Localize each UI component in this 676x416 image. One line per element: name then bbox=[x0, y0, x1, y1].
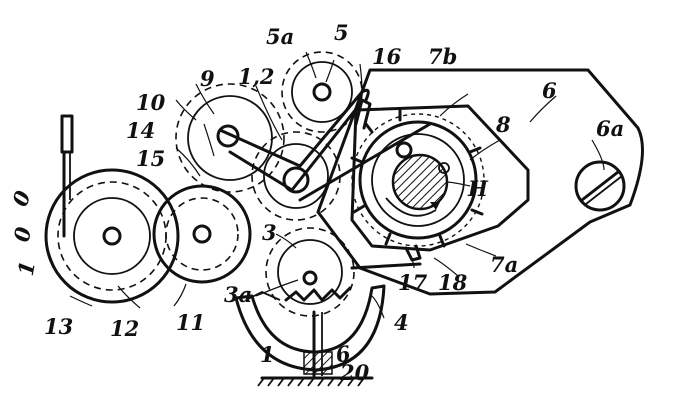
label-5: 5 bbox=[334, 20, 349, 45]
gear-9-10 bbox=[175, 83, 285, 193]
label-9: 9 bbox=[200, 66, 215, 91]
bearing-plate-7 bbox=[350, 104, 530, 252]
label-7b: 7b bbox=[428, 44, 457, 69]
label-3a: 3a bbox=[224, 282, 252, 307]
dial-numeral-1: 1 bbox=[13, 259, 40, 278]
label-1-2: 1,2 bbox=[238, 64, 275, 89]
label-3: 3 bbox=[262, 220, 277, 245]
pointer-digit-6: 6 bbox=[334, 340, 353, 367]
label-15: 15 bbox=[136, 146, 165, 171]
label-H: H bbox=[467, 176, 489, 201]
label-5a: 5a bbox=[266, 24, 294, 49]
label-4: 4 bbox=[394, 310, 409, 335]
index-flag bbox=[60, 114, 74, 238]
dial-numeral-0a: 0 bbox=[7, 187, 36, 210]
lever-arm bbox=[218, 88, 432, 202]
pointer-digit-1: 1 bbox=[260, 342, 275, 367]
label-6: 6 bbox=[542, 78, 557, 103]
gear-3 bbox=[265, 227, 355, 317]
stem-20 bbox=[257, 310, 374, 387]
label-12: 12 bbox=[110, 316, 139, 341]
label-14: 14 bbox=[126, 118, 155, 143]
label-6a: 6a bbox=[596, 116, 624, 141]
label-20: 20 bbox=[339, 360, 370, 385]
label-7a: 7a bbox=[490, 252, 518, 277]
dial-numeral-0b: 0 bbox=[9, 225, 36, 244]
label-17: 17 bbox=[398, 270, 428, 295]
gear-1-2 bbox=[251, 131, 341, 221]
screw-6a bbox=[574, 160, 626, 212]
label-16: 16 bbox=[372, 44, 402, 69]
pointer-17 bbox=[350, 244, 422, 270]
label-11: 11 bbox=[176, 310, 205, 335]
dial-wheel-13 bbox=[44, 168, 180, 304]
label-13: 13 bbox=[44, 314, 73, 339]
gear-5 bbox=[281, 51, 363, 133]
frame-plate-6 bbox=[316, 68, 644, 296]
label-8: 8 bbox=[495, 112, 511, 137]
shaft-H-icon bbox=[391, 153, 449, 211]
label-10: 10 bbox=[136, 90, 166, 115]
dish-4 bbox=[234, 284, 386, 372]
label-18: 18 bbox=[438, 270, 468, 295]
